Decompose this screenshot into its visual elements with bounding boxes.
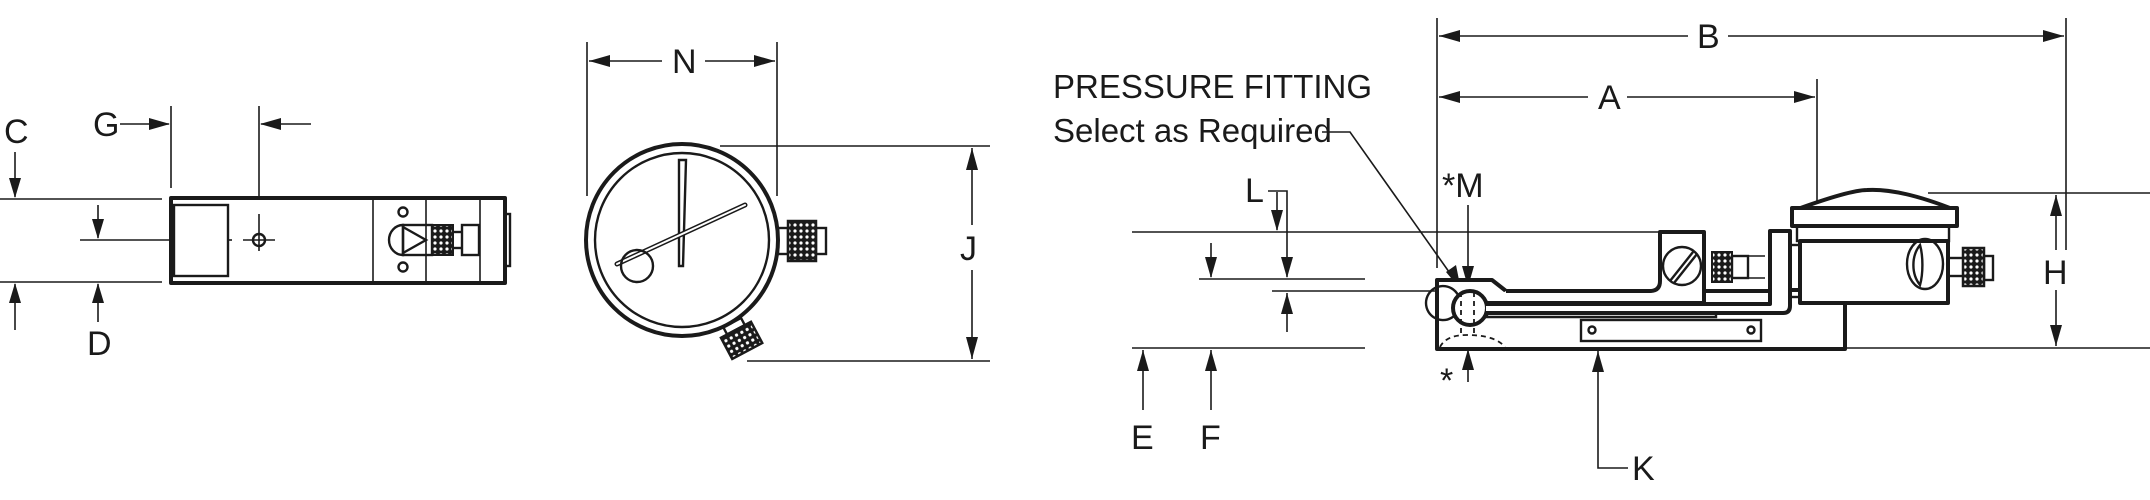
dimension-c: C — [0, 113, 162, 330]
dimension-b: B — [1436, 18, 2067, 268]
valve-fitting — [387, 223, 481, 257]
center-mark-icon — [243, 214, 275, 251]
left-view: C D G — [0, 42, 990, 363]
label-d: D — [87, 325, 112, 363]
dimension-m: *M * — [1440, 167, 1484, 400]
label-f: F — [1200, 419, 1221, 457]
callout-title: PRESSURE FITTING — [1053, 68, 1372, 105]
gauge-body — [169, 196, 512, 285]
label-c: C — [4, 113, 29, 151]
dimension-g: G — [93, 106, 311, 212]
label-e: E — [1131, 419, 1154, 457]
slotted-screw-icon — [1661, 245, 1703, 287]
label-g: G — [93, 106, 119, 144]
label-b: B — [1697, 18, 1720, 56]
dimension-d: D — [80, 205, 232, 363]
pressure-fitting-callout: PRESSURE FITTING Select as Required — [1053, 68, 1461, 290]
dimension-a: A — [1439, 79, 1818, 222]
right-view: B A PRESSURE FITTING Select as Required — [1053, 18, 2150, 488]
label-l: L — [1245, 172, 1264, 210]
label-star: * — [1440, 362, 1453, 400]
label-k: K — [1632, 450, 1655, 488]
gauge-side-view — [1790, 187, 1995, 305]
dimension-j: J — [720, 145, 990, 362]
bottom-knurled-knob — [719, 316, 764, 361]
dimension-h: H — [1795, 192, 2150, 349]
dimension-e-f: E F — [1131, 347, 1365, 457]
dimension-k: K — [1592, 351, 1655, 488]
dimension-l: L — [1132, 172, 1660, 332]
dial-gauge — [584, 142, 828, 361]
label-h: H — [2043, 254, 2068, 292]
label-n: N — [672, 43, 697, 81]
label-m: *M — [1442, 167, 1484, 205]
label-j: J — [960, 230, 977, 268]
gauge-needle-icon — [677, 158, 688, 268]
callout-subtitle: Select as Required — [1053, 112, 1332, 149]
lever-body — [1424, 229, 1847, 351]
right-knurled-knob — [776, 219, 828, 263]
label-a: A — [1598, 79, 1621, 117]
scale-plate — [1579, 318, 1763, 343]
dimension-n: N — [586, 42, 778, 196]
